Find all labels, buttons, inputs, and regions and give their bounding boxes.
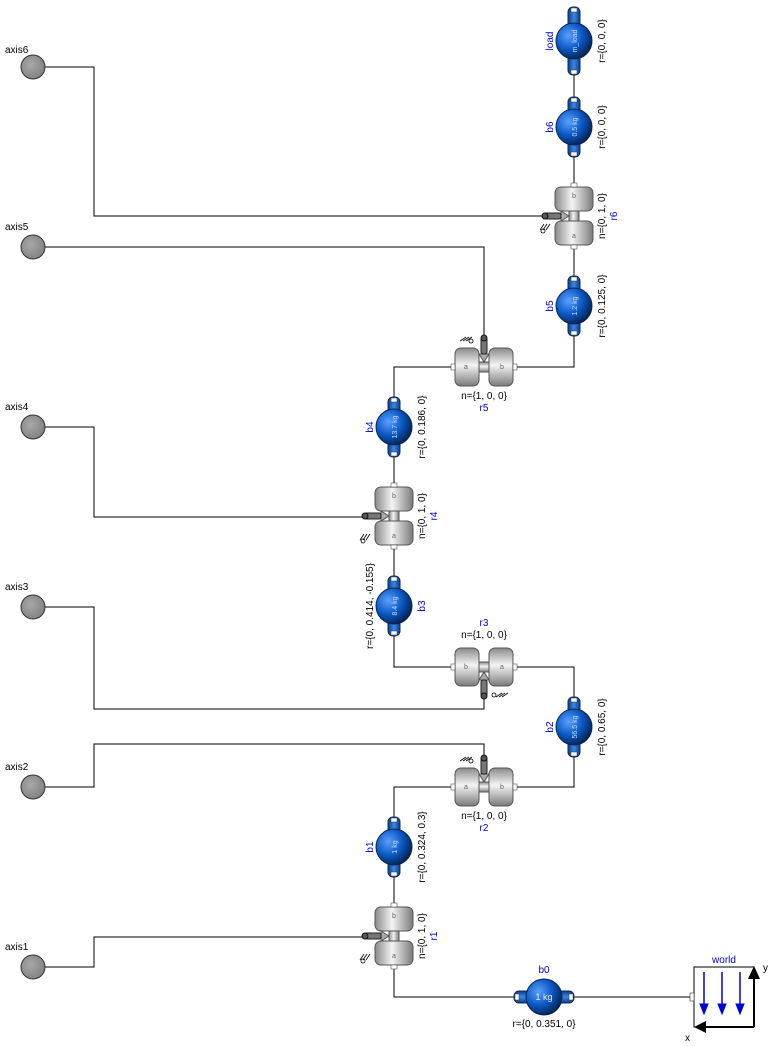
b3-name-label: b3 [417, 600, 428, 612]
revolute-r6[interactable]: b a n={0, 1, 0} r6 [539, 182, 620, 250]
b2-mass-label: 56.5 kg [572, 715, 579, 738]
b0-r-label: r={0, 0.351, 0} [512, 1019, 576, 1030]
r3-name-label: r3 [480, 618, 489, 629]
b6-name-label: b6 [545, 121, 556, 133]
b3-r-label: r={0, 0.414, -0.155} [365, 562, 376, 649]
axis4-label: axis4 [5, 402, 29, 413]
world-frame-connector[interactable] [689, 992, 695, 1002]
r1-port-a-label: a [392, 953, 396, 960]
b1-mass-label: 1 kg [392, 840, 399, 853]
b0-mass-label: 1 kg [535, 992, 552, 1002]
b5-r-label: r={0, 0.125, 0} [597, 274, 608, 338]
b2-name-label: b2 [545, 721, 556, 733]
r2-name-label: r2 [480, 823, 489, 834]
axis5-label: axis5 [5, 222, 29, 233]
axis3-flange-icon[interactable] [20, 594, 46, 620]
b4-name-label: b4 [365, 421, 376, 433]
b2-r-label: r={0, 0.65, 0} [597, 698, 608, 756]
axis6-label: axis6 [5, 45, 29, 56]
b3-mass-label: 8.4 kg [392, 596, 399, 615]
r4-port-a-label: a [392, 533, 396, 540]
revolute-r3[interactable]: b a n={1, 0, 0} r3 [450, 618, 518, 700]
r4-port-b-label: b [392, 493, 396, 500]
axis2-label: axis2 [5, 762, 29, 773]
axis-5[interactable]: axis5 [5, 222, 46, 260]
b4-r-label: r={0, 0.186, 0} [417, 395, 428, 459]
axis3-label: axis3 [5, 582, 29, 593]
r2-n-label: n={1, 0, 0} [461, 811, 508, 822]
body-b3[interactable]: 8.4 kg b3 r={0, 0.414, -0.155} [365, 562, 428, 649]
axis1-flange-icon[interactable] [20, 954, 46, 980]
r5-name-label: r5 [480, 403, 489, 414]
axis-3[interactable]: axis3 [5, 582, 46, 620]
body-b1[interactable]: 1 kg b1 r={0, 0.324, 0.3} [365, 811, 428, 883]
axis6-flange-icon[interactable] [20, 54, 46, 80]
r3-n-label: n={1, 0, 0} [461, 630, 508, 641]
revolute-r4[interactable]: b a n={0, 1, 0} r4 [359, 482, 440, 550]
r4-name-label: r4 [429, 511, 440, 520]
body-b5[interactable]: 1.2 kg b5 r={0, 0.125, 0} [545, 274, 608, 338]
world-component[interactable]: world y x [685, 955, 768, 1044]
b4-mass-label: 13.7 kg [392, 415, 399, 438]
r1-port-b-label: b [392, 913, 396, 920]
axis2-flange-icon[interactable] [20, 774, 46, 800]
r3-port-b-label: b [464, 664, 468, 671]
revolute-r5[interactable]: a b n={1, 0, 0} r5 [450, 334, 518, 414]
body-b0[interactable]: 1 kg b0 r={0, 0.351, 0} [512, 965, 576, 1030]
r1-n-label: n={0, 1, 0} [417, 912, 428, 959]
b6-mass-label: 0.5 kg [572, 117, 579, 136]
axis-1[interactable]: axis1 [5, 942, 46, 980]
gravity-arrows-icon [699, 972, 745, 1016]
world-name-label: world [711, 955, 736, 966]
b1-name-label: b1 [365, 841, 376, 853]
coordinate-axes-icon [694, 966, 760, 1033]
r4-n-label: n={0, 1, 0} [417, 492, 428, 539]
b0-name-label: b0 [538, 965, 550, 976]
axis-2[interactable]: axis2 [5, 762, 46, 800]
r6-n-label: n={0, 1, 0} [597, 192, 608, 239]
revolute-r2[interactable]: a b n={1, 0, 0} r2 [450, 754, 518, 834]
body-b6[interactable]: 0.5 kg b6 r={0, 0, 0} [545, 96, 608, 158]
r2-port-a-label: a [464, 784, 468, 791]
axis5-flange-icon[interactable] [20, 234, 46, 260]
axis-6[interactable]: axis6 [5, 45, 46, 80]
revolute-r1[interactable]: b a n={0, 1, 0} r1 [359, 902, 440, 970]
b1-r-label: r={0, 0.324, 0.3} [417, 811, 428, 883]
body-b2[interactable]: 56.5 kg b2 r={0, 0.65, 0} [545, 696, 608, 758]
body-load[interactable]: m_load load r={0, 0, 0} [545, 6, 608, 76]
r5-port-b-label: b [500, 364, 504, 371]
r5-n-label: n={1, 0, 0} [461, 391, 508, 402]
r3-port-a-label: a [500, 664, 504, 671]
b5-name-label: b5 [545, 300, 556, 312]
connection-wires [45, 66, 692, 998]
load-r-label: r={0, 0, 0} [597, 19, 608, 63]
load-mass-label: m_load [572, 29, 579, 52]
world-x-axis-label: x [685, 1033, 690, 1044]
axis1-label: axis1 [5, 942, 29, 953]
r2-port-b-label: b [500, 784, 504, 791]
r6-port-a-label: a [572, 233, 576, 240]
world-y-axis-label: y [763, 963, 768, 974]
r6-port-b-label: b [572, 193, 576, 200]
b5-mass-label: 1.2 kg [572, 296, 579, 315]
body-b4[interactable]: 13.7 kg b4 r={0, 0.186, 0} [365, 395, 428, 459]
axis-4[interactable]: axis4 [5, 402, 46, 440]
axis4-flange-icon[interactable] [20, 414, 46, 440]
r5-port-a-label: a [464, 364, 468, 371]
load-name-label: load [545, 32, 556, 51]
b6-r-label: r={0, 0, 0} [597, 105, 608, 149]
r1-name-label: r1 [429, 931, 440, 940]
r6-name-label: r6 [609, 211, 620, 220]
